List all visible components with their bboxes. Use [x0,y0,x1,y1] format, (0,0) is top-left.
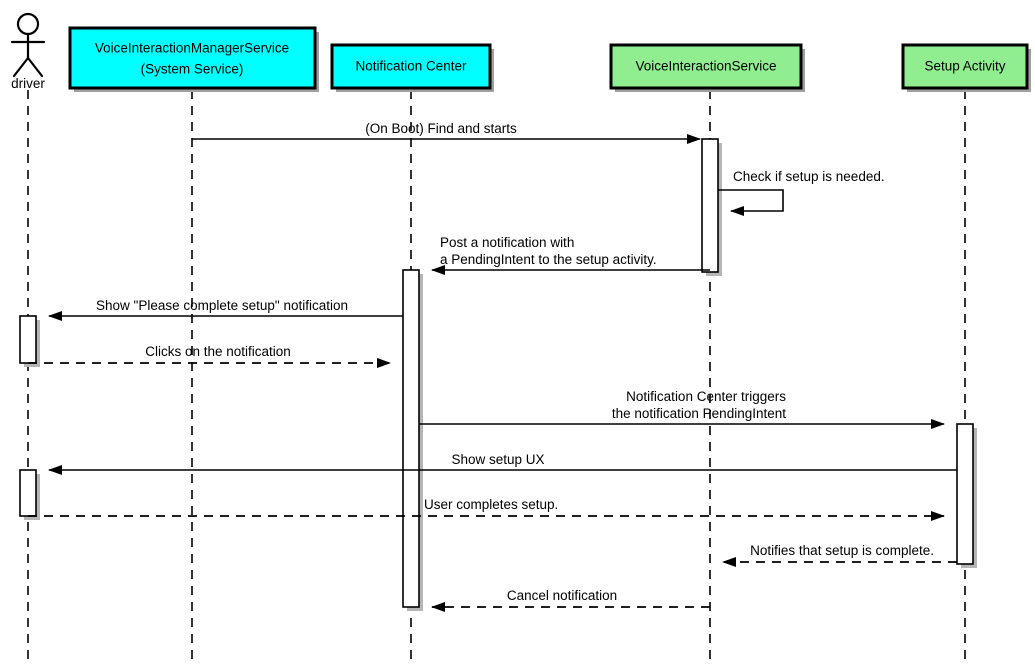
message-label-3-line1: Post a notification with [440,235,574,250]
participant-box-setupactivity[interactable]: Setup Activity [901,43,1031,92]
message-label-2: Check if setup is needed. [733,169,885,184]
vims-box[interactable] [68,26,317,90]
notifcenter-box[interactable] [330,43,492,90]
message-check-if-setup-is-needed[interactable]: Check if setup is needed. [718,169,885,216]
participant-label-notifcenter: Notification Center [355,59,467,74]
message-user-completes-setup[interactable]: User completes setup. [28,497,945,521]
message-label-10: Cancel notification [507,588,617,603]
message-label-9: Notifies that setup is complete. [750,543,934,558]
participant-actor-driver[interactable]: driver [10,12,45,91]
message-post-notification-pendingintent[interactable]: Post a notification with a PendingIntent… [431,235,710,275]
activation-vis-1 [701,138,719,273]
message-show-setup-ux[interactable]: Show setup UX [48,452,957,475]
actor-leg-right-icon [26,56,44,78]
message-notification-center-triggers-pendingintent[interactable]: Notification Center triggers the notific… [419,389,945,429]
message-label-5: Clicks on the notification [145,344,291,359]
participant-label-vims-line2: (System Service) [141,62,244,77]
participant-box-vis[interactable]: VoiceInteractionService [609,43,805,92]
message-label-7: Show setup UX [451,452,544,467]
vis-box[interactable] [609,43,803,90]
participant-box-notifcenter[interactable]: Notification Center [330,43,494,92]
message-cancel-notification[interactable]: Cancel notification [431,588,710,612]
activation-bars-group [19,138,977,611]
participant-label-vis: VoiceInteractionService [635,59,776,74]
message-notifies-setup-complete[interactable]: Notifies that setup is complete. [722,543,957,567]
message-label-4: Show "Please complete setup" notificatio… [96,298,348,313]
message-show-please-complete-setup-notification[interactable]: Show "Please complete setup" notificatio… [48,298,403,321]
message-label-6-line1: Notification Center triggers [626,389,786,404]
actor-leg-left-icon [12,56,30,78]
message-label-8: User completes setup. [424,497,558,512]
activation-driver-1 [19,315,37,364]
message-label-1: (On Boot) Find and starts [365,121,517,136]
activation-notifcenter-1 [402,269,420,608]
message-label-6-line2: the notification PendingIntent [612,406,786,421]
participant-box-vims[interactable]: VoiceInteractionManagerService (System S… [68,26,319,92]
message-label-3-line2: a PendingIntent to the setup activity. [440,252,657,267]
message-on-boot-find-and-starts[interactable]: (On Boot) Find and starts [192,121,701,144]
participant-label-driver: driver [11,76,45,91]
message-clicks-on-the-notification[interactable]: Clicks on the notification [28,344,391,368]
setupactivity-box[interactable] [901,43,1029,90]
participant-label-vims-line1: VoiceInteractionManagerService [95,41,289,56]
message-self-arrow-2 [718,189,784,216]
activation-driver-2 [19,469,37,517]
actor-head-icon [16,12,40,36]
participant-label-setupactivity: Setup Activity [924,59,1005,74]
activation-setupactivity-1 [956,423,974,565]
